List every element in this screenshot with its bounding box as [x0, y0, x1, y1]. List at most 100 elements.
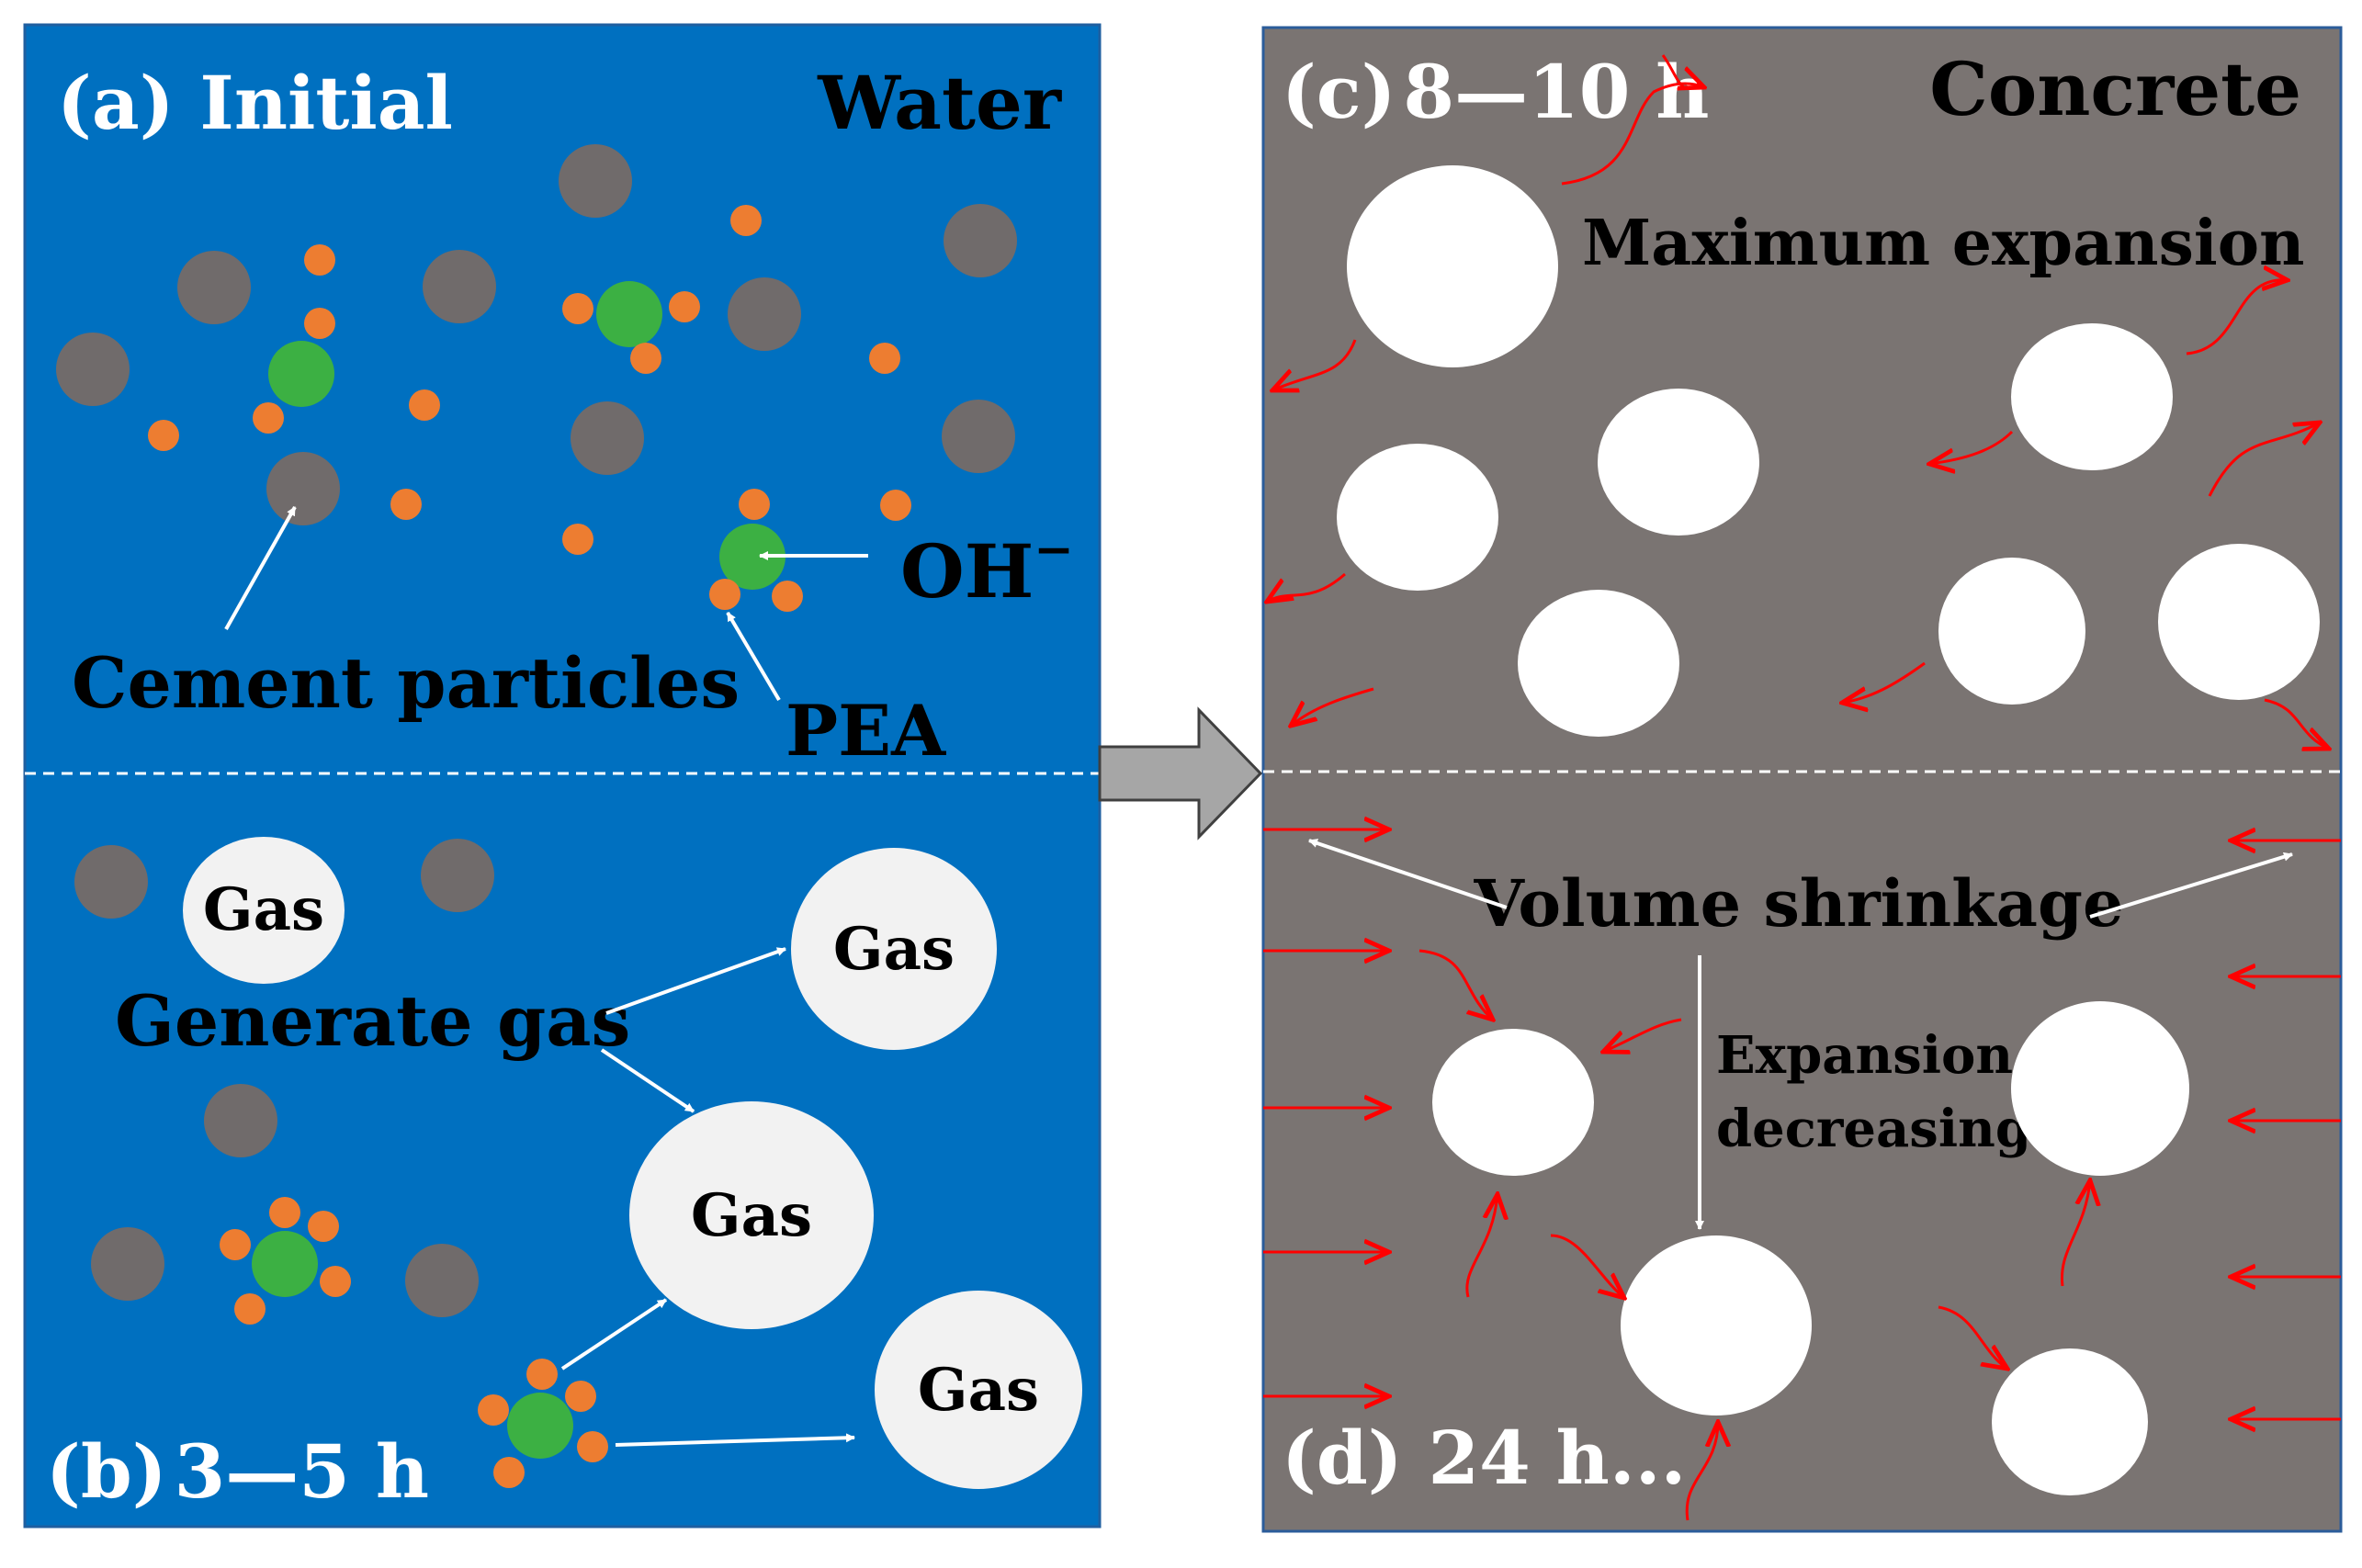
pea-particle [565, 1381, 596, 1412]
gas-bubble: Gas [629, 1101, 874, 1329]
pea-particle [669, 291, 700, 322]
generate-gas-label: Generate gas [115, 980, 630, 1062]
oh-label: OH− [900, 522, 1074, 615]
panel-c-label: (c)8—10 h [1282, 49, 1709, 135]
force-arrow [2264, 698, 2329, 749]
pore [2011, 323, 2173, 470]
pea-particle [253, 402, 284, 434]
panel-a-particles [56, 144, 1017, 612]
pea-particle [577, 1431, 608, 1462]
expansion-decreasing-label-line1: Expansion [1716, 1025, 2013, 1086]
pea-particle [562, 524, 593, 555]
oh-ion [507, 1393, 573, 1459]
cement-particle [571, 401, 644, 475]
gas-bubble: Gas [183, 837, 345, 984]
cement-particle [56, 333, 130, 406]
pea-particle [220, 1229, 251, 1260]
pea-particle [869, 343, 900, 374]
cement-particles-label: Cement particles [72, 642, 740, 724]
force-arrow [1550, 1234, 1624, 1298]
force-arrow [1418, 949, 1493, 1020]
right-panel: (c)8—10 h Concrete Maximum expansion Vol… [1261, 26, 2343, 1533]
force-arrow [1685, 1422, 1718, 1521]
concrete-label: Concrete [1929, 46, 2301, 132]
force-arrow [1938, 1305, 2007, 1369]
pore [1337, 444, 1498, 591]
transition-arrow [1098, 706, 1263, 840]
oh-ion [252, 1231, 318, 1297]
cement-particle [405, 1244, 479, 1317]
expansion-decreasing-label-line2: decreasing [1716, 1099, 2031, 1159]
cement-pointer-arrow [224, 506, 297, 630]
gas-arrow [615, 1433, 855, 1447]
pea-particle [234, 1293, 266, 1325]
pea-particle [304, 308, 335, 339]
cement-particle [423, 250, 496, 323]
pea-particle [304, 244, 335, 276]
pea-label: PEA [785, 690, 946, 772]
pea-particle [709, 579, 740, 610]
cement-particle [559, 144, 632, 218]
oh-ion [596, 281, 662, 347]
force-arrow [1661, 54, 1701, 90]
pore [1598, 389, 1759, 536]
pea-particle [562, 293, 593, 324]
pore [1518, 590, 1679, 737]
cement-particle [421, 839, 494, 912]
panel-b-label: (b)3—5 h [46, 1428, 429, 1515]
pea-particle [308, 1211, 339, 1242]
oh-ion [719, 524, 785, 590]
gas-label: Gas [833, 915, 955, 984]
cement-particle [91, 1227, 164, 1301]
gas-arrow [600, 1048, 695, 1113]
cement-particle [266, 452, 340, 525]
force-arrow [2060, 1180, 2090, 1287]
pea-particle [478, 1394, 509, 1426]
pore [1347, 165, 1558, 367]
expansion-force-arrows [1267, 54, 2329, 749]
cement-particle [74, 845, 148, 919]
cement-particle [177, 251, 251, 324]
left-panel: (a) Initial Water Cement particles OH− P… [23, 23, 1102, 1529]
volume-shrinkage-label: Volume shrinkage [1473, 865, 2123, 942]
gas-arrow [560, 1298, 668, 1371]
water-label: Water [817, 60, 1062, 146]
pea-particle [526, 1359, 558, 1390]
compression-arrows [1263, 829, 2341, 1521]
pore [1938, 558, 2085, 705]
pea-particle [730, 205, 762, 236]
panel-a-label: (a) Initial [57, 60, 453, 146]
force-arrow [2208, 423, 2320, 497]
cement-particle [204, 1084, 277, 1157]
pea-particle [409, 389, 440, 421]
pea-particle [493, 1457, 525, 1488]
cement-particle [942, 400, 1015, 473]
pore [1992, 1348, 2148, 1495]
pore [1621, 1235, 1812, 1416]
gas-label: Gas [203, 875, 324, 944]
pore [1432, 1029, 1594, 1176]
cement-particle [728, 277, 801, 351]
gas-label: Gas [918, 1356, 1039, 1425]
maximum-expansion-label: Maximum expansion [1582, 207, 2304, 280]
force-arrow [2186, 280, 2288, 355]
gas-arrow [605, 947, 786, 1015]
force-arrow [1465, 1194, 1497, 1298]
cement-particle [944, 204, 1017, 277]
force-arrow [1272, 339, 1357, 390]
pea-particle [390, 489, 422, 520]
gas-bubble: Gas [875, 1291, 1082, 1489]
pea-pointer-arrow [726, 611, 781, 702]
gas-bubble: Gas [791, 848, 997, 1050]
shrinkage-arrow [2089, 852, 2293, 919]
pea-particle [630, 343, 661, 374]
pore [2158, 544, 2320, 700]
oh-ion [268, 341, 334, 407]
force-arrow [1267, 572, 1346, 602]
force-arrow [1291, 687, 1374, 726]
force-arrow [1929, 430, 2014, 464]
panel-b-particles [74, 839, 608, 1488]
force-arrow [1842, 661, 1926, 703]
